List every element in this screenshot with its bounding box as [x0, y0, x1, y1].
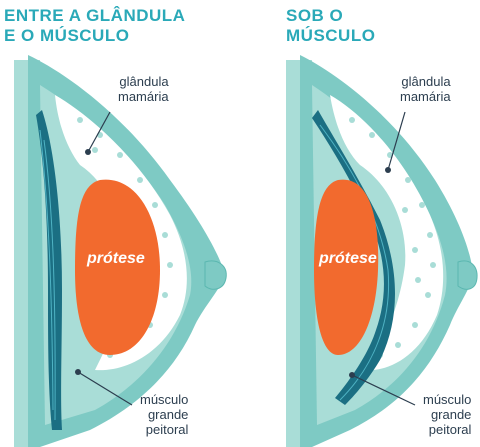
muscle-label: músculo grande peitoral [140, 392, 188, 437]
gland-texture [349, 117, 436, 358]
nipple [204, 260, 227, 290]
gland-label: glândula mamária [400, 74, 451, 104]
muscle-label-line-3: peitoral [145, 422, 189, 437]
pectoral-muscle [36, 110, 62, 430]
gland-label-line-1: glândula [401, 74, 451, 89]
panel-title: ENTRE A GLÂNDULA E O MÚSCULO [4, 6, 185, 46]
muscle-label-line-2: grande [147, 407, 189, 422]
title-line-1: ENTRE A GLÂNDULA [4, 6, 186, 25]
muscle-label-line-2: grande [430, 407, 472, 422]
muscle-label-line-3: peitoral [428, 422, 472, 437]
gland-label: glândula mamária [118, 74, 169, 104]
gland-label-line-2: mamária [400, 89, 451, 104]
muscle-label-line-1: músculo [140, 392, 189, 407]
muscle-label-line-1: músculo [423, 392, 472, 407]
title-line-1: SOB O [286, 6, 344, 25]
title-line-2: MÚSCULO [286, 26, 376, 45]
muscle-fibers [319, 124, 390, 401]
title-line-2: E O MÚSCULO [4, 26, 130, 45]
muscle-leader-line [351, 374, 416, 406]
mammary-gland [330, 95, 444, 371]
breast-illustration-left [14, 55, 227, 447]
nipple [457, 260, 478, 290]
prosthesis-label: prótese [319, 250, 377, 267]
breast-illustration-right [286, 55, 478, 447]
muscle-leader-line [77, 371, 133, 406]
gland-leader-line [387, 111, 406, 171]
prosthesis-label: prótese [87, 250, 145, 267]
muscle-fibers [39, 129, 56, 421]
muscle-label: músculo grande peitoral [423, 392, 471, 437]
panel-title: SOB O MÚSCULO [286, 6, 375, 46]
gland-label-line-2: mamária [118, 89, 169, 104]
panel-subglandular: ENTRE A GLÂNDULA E O MÚSCULO glândula ma… [4, 6, 227, 447]
prosthesis [314, 179, 379, 355]
panel-submuscular: SOB O MÚSCULO glândula mamária prótese m… [240, 0, 480, 447]
prosthesis [75, 179, 160, 355]
gland-label-line-1: glândula [119, 74, 169, 89]
gland-leader-line [87, 111, 111, 153]
